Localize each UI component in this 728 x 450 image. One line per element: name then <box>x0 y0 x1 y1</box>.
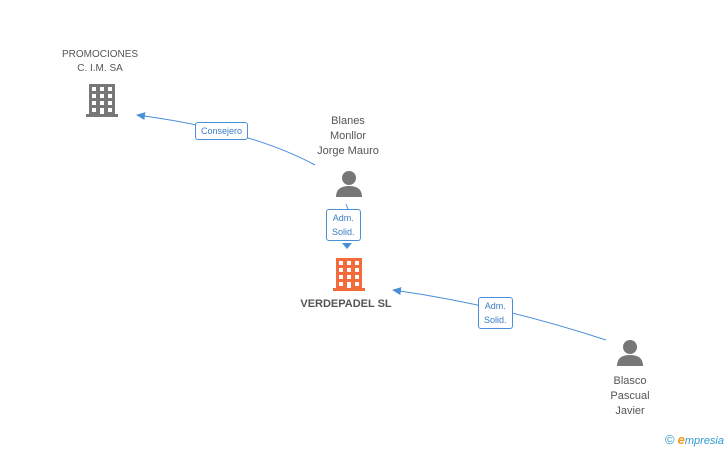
node-label-blanes[interactable]: Blanes Monllor Jorge Mauro <box>298 114 398 159</box>
edge-badge-consejero[interactable]: Consejero <box>195 122 249 140</box>
node-label-line: Monllor <box>329 130 367 142</box>
node-label-line: Pascual <box>610 390 650 402</box>
node-label-line: Blasco <box>613 375 647 387</box>
edge-badge-line: Consejero <box>201 126 243 136</box>
person-icon-blanes[interactable] <box>336 171 362 197</box>
building-icon-verdepadel[interactable] <box>333 258 365 291</box>
edge-badge-line: Solid. <box>484 315 507 325</box>
edge-badge-line: Solid. <box>332 227 355 237</box>
node-label-blasco[interactable]: Blasco Pascual Javier <box>580 374 680 419</box>
edge-badge-line: Adm. <box>332 213 354 223</box>
node-label-line: VERDEPADEL SL <box>300 298 392 310</box>
person-icon-blasco[interactable] <box>617 340 643 366</box>
node-label-promociones[interactable]: PROMOCIONES C. I.M. SA <box>50 48 150 76</box>
edge-badge-pointer <box>342 243 352 249</box>
node-label-line: Jorge Mauro <box>317 145 379 157</box>
node-label-line: PROMOCIONES <box>61 49 139 60</box>
node-label-line: Blanes <box>331 115 365 127</box>
brand-initial: e <box>677 432 685 447</box>
brand-logo: empresia <box>678 432 724 447</box>
building-icon-promociones[interactable] <box>86 84 118 117</box>
edge-badge-adm-solid-top[interactable]: Adm. Solid. <box>326 209 361 241</box>
brand-name: mpresia <box>684 435 724 447</box>
node-label-line: C. I.M. SA <box>77 63 123 74</box>
edge-badge-line: Adm. <box>484 301 506 311</box>
node-label-verdepadel[interactable]: VERDEPADEL SL <box>286 297 406 312</box>
node-label-line: Javier <box>615 405 645 417</box>
brand-footer[interactable]: © empresia <box>665 432 724 447</box>
edge-badge-adm-solid-right[interactable]: Adm. Solid. <box>478 297 513 329</box>
copyright-icon: © <box>665 432 675 447</box>
